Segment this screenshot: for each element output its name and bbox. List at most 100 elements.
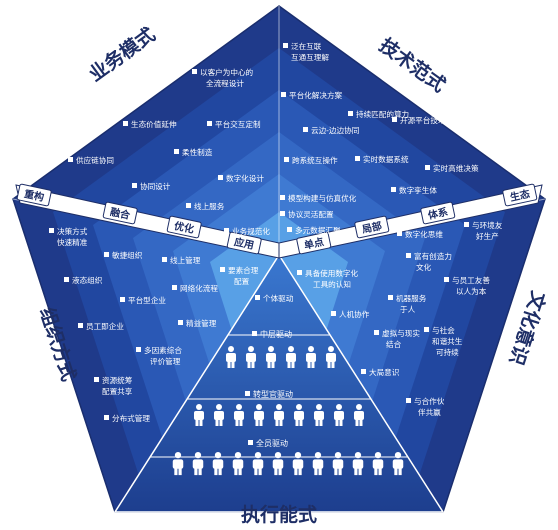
svg-text:精益管理: 精益管理 xyxy=(186,318,217,328)
svg-text:数字化思维: 数字化思维 xyxy=(405,229,443,239)
svg-text:评价管理: 评价管理 xyxy=(150,356,181,366)
svg-text:供应链协同: 供应链协同 xyxy=(76,155,114,165)
person-icon xyxy=(372,452,384,476)
person-icon xyxy=(286,346,296,368)
ribbon-tag-youhua: 优化 xyxy=(166,215,202,239)
svg-text:要素合理: 要素合理 xyxy=(228,265,259,275)
person-icon xyxy=(212,452,224,476)
person-icon xyxy=(232,452,244,476)
svg-text:人机协作: 人机协作 xyxy=(339,309,370,319)
ribbon-tag-ronghe: 融合 xyxy=(102,201,138,225)
svg-text:伴共赢: 伴共赢 xyxy=(418,407,441,417)
svg-text:平台化解决方案: 平台化解决方案 xyxy=(289,90,343,100)
culture-section: 与环境友 好生产 数字化思维 富有创造力 文化 与员工友善 以人为本 具备使用数… xyxy=(297,220,503,417)
svg-text:生态: 生态 xyxy=(509,187,531,204)
svg-text:泛在互联: 泛在互联 xyxy=(291,41,322,51)
business-section: 以客户为中心的 全流程设计 生态价值延伸 平台交互定制 供应链协同 柔性制造 协… xyxy=(68,67,270,236)
svg-text:多元数据汇聚: 多元数据汇聚 xyxy=(295,225,341,235)
svg-text:实时高维决策: 实时高维决策 xyxy=(433,163,479,173)
svg-text:平台交互定制: 平台交互定制 xyxy=(215,119,261,129)
svg-text:体系: 体系 xyxy=(427,205,449,222)
person-icon xyxy=(254,404,264,426)
title-business-model: 业务模式 xyxy=(84,23,159,86)
svg-text:员工即企业: 员工即企业 xyxy=(86,321,124,331)
ribbon-tag-tixi: 体系 xyxy=(420,201,456,225)
title-execution-capability: 执行能式 xyxy=(241,503,317,526)
person-icon xyxy=(252,452,264,476)
person-icon xyxy=(192,452,204,476)
svg-text:以客户为中心的: 以客户为中心的 xyxy=(200,67,254,77)
svg-text:柔性制造: 柔性制造 xyxy=(182,147,213,157)
svg-text:全流程设计: 全流程设计 xyxy=(206,78,244,88)
person-icon xyxy=(354,404,364,426)
people-all-staff-layer xyxy=(172,452,404,476)
svg-text:跨系统互操作: 跨系统互操作 xyxy=(292,155,338,165)
ribbon-tag-jubu: 局部 xyxy=(354,215,390,239)
person-icon xyxy=(392,452,404,476)
person-icon xyxy=(306,346,316,368)
ribbon-tag-yingyong: 应用 xyxy=(226,231,262,255)
svg-text:资源统筹: 资源统筹 xyxy=(102,375,133,385)
svg-text:局部: 局部 xyxy=(360,219,383,236)
person-icon xyxy=(274,404,284,426)
person-icon xyxy=(294,404,304,426)
svg-text:云边-边边协同: 云边-边边协同 xyxy=(311,125,359,135)
svg-text:个体驱动: 个体驱动 xyxy=(263,293,294,303)
svg-text:可持续: 可持续 xyxy=(436,347,459,357)
svg-text:大局意识: 大局意识 xyxy=(369,367,400,377)
svg-text:单点: 单点 xyxy=(303,235,325,252)
svg-text:机器服务: 机器服务 xyxy=(396,293,427,303)
ribbon-tag-chonggou: 重构 xyxy=(16,183,52,207)
svg-text:融合: 融合 xyxy=(109,205,132,222)
svg-text:以人为本: 以人为本 xyxy=(456,286,487,296)
svg-text:数字孪生体: 数字孪生体 xyxy=(399,185,437,195)
execution-triangle xyxy=(113,253,445,513)
svg-text:富有创造力: 富有创造力 xyxy=(414,251,452,261)
svg-text:生态价值延伸: 生态价值延伸 xyxy=(131,119,177,129)
person-icon xyxy=(172,452,184,476)
person-icon xyxy=(194,404,204,426)
people-middle-layer xyxy=(226,346,336,368)
svg-text:平台型企业: 平台型企业 xyxy=(128,295,166,305)
svg-text:液态组织: 液态组织 xyxy=(72,275,103,285)
svg-text:全员驱动: 全员驱动 xyxy=(256,438,288,448)
svg-text:与合作伙: 与合作伙 xyxy=(414,396,445,406)
svg-text:配置共享: 配置共享 xyxy=(102,386,133,396)
execution-section: 中层驱动 转型官驱动 全员驱动 xyxy=(245,329,293,448)
svg-text:决策方式: 决策方式 xyxy=(57,226,88,236)
svg-text:文化: 文化 xyxy=(416,262,432,272)
svg-text:中层驱动: 中层驱动 xyxy=(260,329,292,339)
svg-text:重构: 重构 xyxy=(23,187,45,204)
person-icon xyxy=(266,346,276,368)
svg-text:虚拟与现实: 虚拟与现实 xyxy=(382,328,420,338)
svg-text:开源平台技术: 开源平台技术 xyxy=(400,115,446,125)
svg-text:优化: 优化 xyxy=(173,219,195,236)
ribbon-tag-shengtai: 生态 xyxy=(502,183,538,207)
person-icon xyxy=(292,452,304,476)
svg-text:模型构建与仿真优化: 模型构建与仿真优化 xyxy=(288,193,357,203)
svg-text:持续匹配的算力: 持续匹配的算力 xyxy=(356,109,409,119)
svg-text:应用: 应用 xyxy=(233,235,255,252)
svg-text:具备使用数字化: 具备使用数字化 xyxy=(305,268,359,278)
svg-text:线上管理: 线上管理 xyxy=(170,255,201,265)
svg-text:多因素综合: 多因素综合 xyxy=(144,345,182,355)
svg-text:分布式管理: 分布式管理 xyxy=(112,413,150,423)
svg-text:转型官驱动: 转型官驱动 xyxy=(253,389,293,399)
person-icon xyxy=(246,346,256,368)
person-icon xyxy=(332,452,344,476)
svg-text:结合: 结合 xyxy=(386,339,402,349)
svg-text:与员工友善: 与员工友善 xyxy=(452,275,490,285)
svg-text:线上服务: 线上服务 xyxy=(194,201,225,211)
svg-text:配置: 配置 xyxy=(234,277,250,286)
person-icon xyxy=(226,346,236,368)
person-icon xyxy=(312,452,324,476)
svg-text:工具的认知: 工具的认知 xyxy=(313,279,351,289)
ribbon-labels: 重构 融合 优化 应用 生态 体系 局部 单点 xyxy=(16,183,538,255)
ribbon-tag-dandian: 单点 xyxy=(296,231,332,255)
person-icon xyxy=(326,346,336,368)
person-icon xyxy=(352,452,364,476)
technology-section: 泛在互联 互通互理解 平台化解决方案 持续匹配的算力 云边-边边协同 开源平台技… xyxy=(280,41,479,235)
svg-text:业务规范化: 业务规范化 xyxy=(232,226,270,236)
svg-text:和谐共生: 和谐共生 xyxy=(432,336,463,346)
